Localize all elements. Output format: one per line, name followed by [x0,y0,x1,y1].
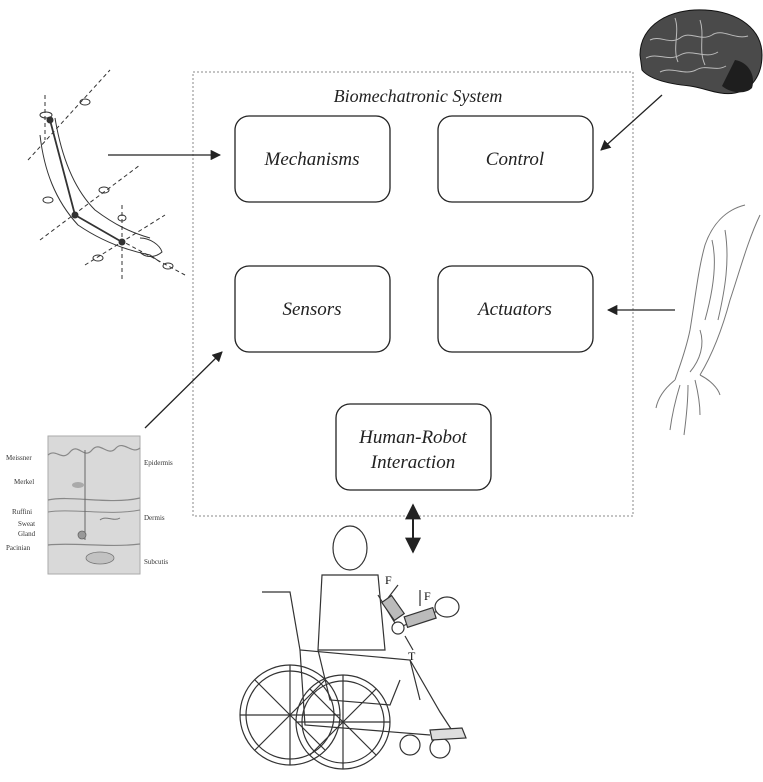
muscle-arm-icon [655,204,761,436]
control-block: Control [437,115,594,203]
force-label-f1: F [385,573,392,587]
skin-label-ruffini: Ruffini [12,508,32,516]
arrow-skin-to-sensors [144,351,223,429]
hri-label-line2: Interaction [370,452,455,473]
skin-label-subcutis: Subcutis [144,558,168,566]
skin-label-sweat: Sweat [18,520,35,528]
force-label-f2: F [424,589,431,603]
wheelchair-robot-icon: F F T [239,525,467,770]
mechanisms-block: Mechanisms [234,115,391,203]
skin-label-merkel: Merkel [14,478,34,486]
sensors-label: Sensors [282,299,341,320]
actuators-label: Actuators [476,299,552,320]
skin-cross-section-icon: Meissner Merkel Ruffini Sweat Gland Paci… [6,435,173,575]
skin-label-meissner: Meissner [6,454,32,462]
skin-label-epidermis: Epidermis [144,459,173,467]
force-label-t: T [408,649,416,663]
arrow-brain-to-control [600,94,663,151]
control-label: Control [486,149,544,170]
skin-label-dermis: Dermis [144,514,165,522]
kinematic-arm-icon [27,69,186,280]
system-title: Biomechatronic System [334,86,503,106]
actuators-block: Actuators [437,265,594,353]
skin-label-pacinian: Pacinian [6,544,31,552]
skin-label-gland: Gland [18,530,36,538]
sensors-block: Sensors [234,265,391,353]
hri-block: Human-Robot Interaction [335,403,492,491]
hri-label-line1: Human-Robot [358,427,467,448]
mechanisms-label: Mechanisms [264,149,360,170]
brain-icon [639,9,763,95]
